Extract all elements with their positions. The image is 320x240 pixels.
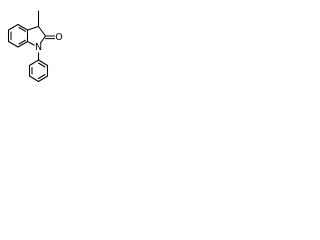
double-bond-benzo-3 [18, 39, 27, 45]
bond-c3a-c4-alt [17, 23, 29, 31]
bond-ph3-ph4 [37, 75, 49, 83]
molecule-diagram: N O [7, 10, 64, 83]
structure-canvas: N O [0, 0, 87, 102]
bond-c6-c7 [17, 40, 29, 48]
benzo-ring [7, 23, 29, 48]
atom-label-nitrogen: N [34, 42, 43, 53]
phenyl-ring [28, 59, 49, 83]
bond-c5-c6 [7, 40, 19, 48]
oxygen-label: O [55, 32, 62, 43]
nitrogen-label: N [35, 42, 42, 53]
bond-c2-n1 [39, 35, 47, 45]
bond-n1-c7a [26, 40, 36, 47]
bond-c3a-c4 [7, 23, 19, 31]
double-bond-phenyl-1 [37, 62, 46, 68]
atom-label-oxygen: O [55, 32, 64, 43]
bond-ph1-ph2 [37, 59, 49, 67]
bond-ph6-ph1 [28, 59, 40, 67]
lactam-ring [26, 25, 47, 47]
carbonyl-group [44, 35, 56, 40]
bond-c3a-c3 [26, 25, 40, 31]
bond-ph4-ph5 [28, 75, 40, 83]
double-bond-phenyl-2 [37, 73, 46, 80]
double-bond-benzo-2 [18, 26, 27, 32]
bond-c3-c2 [37, 25, 47, 37]
